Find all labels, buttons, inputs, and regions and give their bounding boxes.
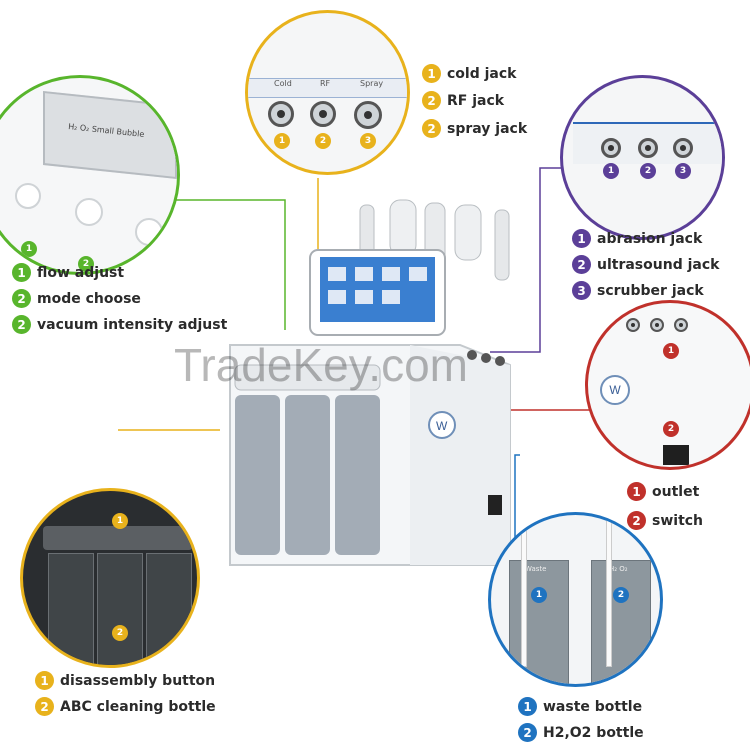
label-flow-adjust: 1 flow adjust (12, 263, 124, 282)
left-callout-circle: H₂ O₂ Small Bubble 1 2 3 (0, 75, 180, 275)
badge-1: 1 (274, 133, 290, 149)
bottle-top-bar (43, 526, 193, 550)
outlet-port-a (626, 318, 640, 332)
right-top-callout-circle: 1 2 3 (560, 75, 725, 240)
panel-label-rf: RF (320, 79, 331, 88)
num-badge: 1 (627, 482, 646, 501)
label-scrubber-jack: 3 scrubber jack (572, 281, 704, 300)
num-badge: 2 (35, 697, 54, 716)
spray-jack-port (354, 101, 382, 129)
label-text: abrasion jack (597, 230, 703, 247)
device-image: W (210, 195, 530, 575)
label-text: outlet (652, 483, 700, 500)
num-badge: 1 (572, 229, 591, 248)
badge-1: 1 (663, 343, 679, 359)
num-badge: 2 (572, 255, 591, 274)
ultrasound-jack-port (638, 138, 658, 158)
label-text: scrubber jack (597, 282, 704, 299)
label-text: ABC cleaning bottle (60, 698, 216, 715)
power-switch (663, 445, 689, 465)
badge-2: 2 (78, 256, 94, 272)
label-text: cold jack (447, 65, 517, 82)
label-text: mode choose (37, 290, 141, 307)
num-badge: 1 (35, 671, 54, 690)
num-badge: 2 (12, 315, 31, 334)
h2o2-bottle (591, 560, 651, 684)
abrasion-jack-port (601, 138, 621, 158)
cleaning-bottle-3 (146, 553, 192, 665)
num-badge: 2 (422, 119, 441, 138)
top-panel-strip (248, 78, 407, 98)
label-text: vacuum intensity adjust (37, 316, 228, 333)
logo-w: W (600, 375, 630, 405)
label-vacuum-intensity-adjust: 2 vacuum intensity adjust (12, 315, 227, 334)
watermark-text: TradeKey.com (174, 339, 468, 391)
panel-label-spray: Spray (360, 79, 384, 88)
top-callout-circle: Cold RF Spray 1 2 3 (245, 10, 410, 175)
device-illustration: W (229, 199, 511, 566)
badge-1: 1 (531, 587, 547, 603)
badge-1: 1 (112, 513, 128, 529)
outlet-port-b (650, 318, 664, 332)
bottom-left-callout-circle: 1 2 (20, 488, 200, 668)
badge-2: 2 (112, 625, 128, 641)
num-badge: 2 (627, 511, 646, 530)
knob-2 (75, 198, 103, 226)
svg-text:W: W (436, 419, 448, 433)
knob-1 (15, 183, 41, 209)
knob-3 (135, 218, 163, 246)
cleaning-bottle-2 (97, 553, 143, 665)
num-badge: 3 (572, 281, 591, 300)
tube-1 (521, 515, 527, 667)
label-waste-bottle: 1 waste bottle (518, 697, 642, 716)
purple-connector (490, 167, 565, 353)
label-text: switch (652, 512, 704, 529)
label-mode-choose: 2 mode choose (12, 289, 141, 308)
badge-3: 3 (675, 163, 691, 179)
right-mid-callout-circle: 1 W 2 (585, 300, 750, 470)
outlet-port-c (674, 318, 688, 332)
num-badge: 1 (12, 263, 31, 282)
tube-2 (606, 515, 612, 667)
badge-2: 2 (640, 163, 656, 179)
badge-2: 2 (613, 587, 629, 603)
num-badge: 2 (12, 289, 31, 308)
num-badge: 1 (422, 64, 441, 83)
cleaning-bottle-1 (48, 553, 94, 665)
badge-3: 3 (360, 133, 376, 149)
label-text: disassembly button (60, 672, 216, 689)
label-text: ultrasound jack (597, 256, 720, 273)
label-ultrasound-jack: 2 ultrasound jack (572, 255, 719, 274)
label-disassembly-button: 1 disassembly button (35, 671, 215, 690)
blue-connector (514, 454, 520, 560)
label-text: waste bottle (543, 698, 643, 715)
label-text: flow adjust (37, 264, 125, 281)
badge-2: 2 (663, 421, 679, 437)
label-text: H2,O2 bottle (543, 724, 644, 741)
bottom-right-callout-circle: Waste H₂ O₂ 1 2 (488, 512, 663, 687)
panel-label-cold: Cold (274, 79, 292, 88)
num-badge: 2 (518, 723, 537, 742)
cold-jack-port (268, 101, 294, 127)
num-badge: 2 (422, 91, 441, 110)
label-abrasion-jack: 1 abrasion jack (572, 229, 702, 248)
waste-bottle-label: Waste (525, 565, 547, 573)
waste-bottle (509, 560, 569, 684)
badge-1: 1 (21, 241, 37, 257)
label-text: spray jack (447, 120, 528, 137)
label-abc-cleaning-bottle: 2 ABC cleaning bottle (35, 697, 216, 716)
num-badge: 1 (518, 697, 537, 716)
label-rf-jack: 2 RF jack (422, 91, 504, 110)
label-switch: 2 switch (627, 511, 703, 530)
label-outlet: 1 outlet (627, 482, 699, 501)
label-cold-jack: 1 cold jack (422, 64, 516, 83)
label-spray-jack: 2 spray jack (422, 119, 527, 138)
rf-jack-port (310, 101, 336, 127)
label-h2o2-bottle: 2 H2,O2 bottle (518, 723, 644, 742)
badge-2: 2 (315, 133, 331, 149)
h2o2-bottle-label: H₂ O₂ (609, 565, 628, 573)
badge-1: 1 (603, 163, 619, 179)
label-text: RF jack (447, 92, 505, 109)
scrubber-jack-port (673, 138, 693, 158)
